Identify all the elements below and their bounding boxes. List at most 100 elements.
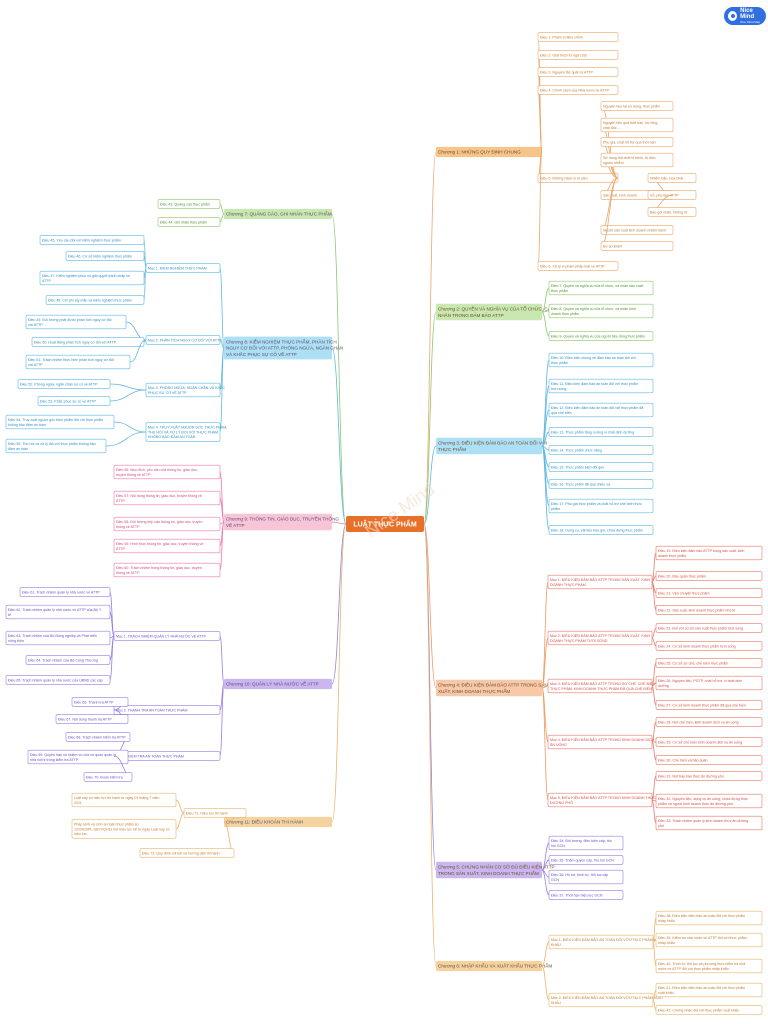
article-node[interactable]: Điều 5. Những hành vi bị cấm (537, 173, 619, 183)
section-node[interactable]: Mục 2. THANH TRA AN TOÀN THỰC PHẨM (113, 705, 221, 715)
nice-mind-badge[interactable]: Nice Mind Nice Mind Map (724, 7, 766, 25)
article-node[interactable]: Điều 27. Cơ sở kinh doanh thực phẩm đã q… (655, 700, 763, 710)
chapter-9[interactable]: Chương 9: THÔNG TIN, GIÁO DỤC, TRUYỀN TH… (224, 513, 339, 531)
article-node[interactable]: Điều 10. Điều kiện chung về đảm bảo an t… (548, 352, 654, 368)
article-node[interactable]: Điều 19. Điều kiện đảm bảo ATTP trong sả… (655, 545, 763, 561)
article-node[interactable]: Điều 70. Đoàn kiểm tra (83, 772, 133, 782)
article-node[interactable]: Điều 66. Thanh tra ATTP (71, 697, 129, 707)
article-node[interactable]: Điều 62. Trách nhiệm quản lý nhà nước về… (5, 604, 111, 620)
article-node[interactable]: Điều 33. Trách nhiệm quản lý kinh doanh … (655, 815, 763, 831)
article-node[interactable]: Điều 13. Thực phẩm tăng cường vi chất di… (548, 427, 654, 437)
article-node[interactable]: Điều 57. Nội dung thông tin, giáo dục, t… (113, 490, 221, 506)
article-node[interactable]: Điều 17. Phụ gia thực phẩm và chất hỗ tr… (548, 498, 654, 514)
article-node[interactable]: Điều 4. Chính sách của Nhà nước về ATTP (537, 85, 619, 95)
article-node[interactable]: Điều 59. Hình thức thông tin, giáo dục, … (113, 538, 221, 554)
article-node[interactable]: Điều 35. Thẩm quyền cấp, thu hồi GCN (548, 855, 624, 865)
article-node[interactable]: Điều 46. Cơ sở kiểm nghiệm thực phẩm (65, 251, 145, 261)
sub-article-node[interactable]: Pháp lệnh vệ sinh an toàn thực phẩm số12… (71, 819, 177, 839)
article-node[interactable]: Điều 63. Trách nhiệm của Bộ Nông nghiệp … (5, 630, 111, 646)
article-node[interactable]: Điều 45. Yêu cầu đối với kiểm nghiệm thự… (39, 235, 145, 245)
article-node[interactable]: Điều 24. Cơ sở kinh doanh thực phẩm tươi… (655, 641, 763, 651)
article-node[interactable]: Điều 52. Phòng ngừa, ngăn chặn sự cố về … (17, 379, 111, 389)
article-node[interactable]: Điều 49. Đối tượng phải được phân tích n… (25, 314, 127, 330)
section-node[interactable]: Mục 3. PHÒNG NGỪA, NGĂN CHẶN VÀ KHẮCPHỤC… (145, 382, 226, 398)
article-node[interactable]: Điều 72. Quy định chi tiết và hướng dẫn … (139, 848, 235, 858)
article-node[interactable]: Điều 60. Trách nhiệm trong thông tin, gi… (113, 562, 221, 578)
chapter-1[interactable]: Chương 1: NHỮNG QUY ĐỊNH CHUNG (436, 146, 542, 158)
article-node[interactable]: Điều 15. Thực phẩm biến đổi gen (548, 462, 654, 472)
article-node[interactable]: Điều 69. Quyền hạn và nhiệm vụ của cơ qu… (27, 749, 129, 765)
section-node[interactable]: Mục 1. TRÁCH NHIỆM QUẢN LÝ NHÀ NƯỚC VỀ A… (113, 631, 221, 641)
sub-article-node[interactable]: Người sản xuất kinh doanh nhiễm bệnh (600, 225, 674, 235)
article-node[interactable]: Điều 58. Đối tượng tiếp cận thông tin, g… (113, 516, 221, 532)
chapter-5[interactable]: Chương 5: CHỨNG NHẬN CƠ SỞ ĐỦ ĐIỀU KIỆN … (436, 861, 555, 879)
chapter-11[interactable]: Chương 11: ĐIỀU KHOẢN THI HÀNH (224, 816, 332, 828)
section-node[interactable]: Mục 5. ĐIỀU KIỆN ĐẢM BẢO ATTP TRONG KINH… (547, 792, 662, 808)
article-node[interactable]: Điều 14. Thực phẩm chức năng (548, 445, 654, 455)
sub-article-node[interactable]: Bao gói nhãn, không rõ (647, 207, 697, 217)
article-node[interactable]: Điều 53. Khắc phục sự cố về ATTP (37, 396, 111, 406)
sub-article-node[interactable]: Nguyên liệu tái sử dụng, thực phẩm … (600, 101, 674, 111)
article-node[interactable]: Điều 7. Quyền và nghĩa vụ của tổ chức, c… (548, 280, 654, 296)
article-node[interactable]: Điều 25. Cơ sở sơ chế, chế biến thực phẩ… (655, 658, 763, 668)
article-node[interactable]: Điều 38. Điều kiện đảm bảo an toàn đối v… (655, 910, 763, 926)
chapter-4[interactable]: Chương 4: ĐIỀU KIỆN ĐẢM BẢO ATTP TRONG S… (436, 679, 548, 697)
chapter-10[interactable]: Chương 10: QUẢN LÝ NHÀ NƯỚC VỀ ATTP (224, 678, 332, 690)
article-node[interactable]: Điều 1. Phạm vi điều chỉnh (537, 32, 619, 42)
article-node[interactable]: Điều 16. Thực phẩm đã qua chiếu xạ (548, 479, 654, 489)
article-node[interactable]: Điều 48. Chi phí lấy mẫu và kiểm nghiệm … (45, 295, 145, 305)
section-node[interactable]: Mục 1. KIỂM NGHIỆM THỰC PHẨM (145, 263, 221, 273)
sub-article-node[interactable]: Nguyên liệu quá thời hạn, hư lỏng,chất đ… (600, 117, 674, 133)
section-node[interactable]: Mục 2. PHÂN TÍCH NGUY CƠ ĐỐI VỚI ATTP (145, 335, 222, 345)
article-node[interactable]: Điều 68. Trách nhiệm kiểm tra ATTP (65, 732, 131, 742)
article-node[interactable]: Điều 20. Bảo quản thực phẩm (655, 571, 763, 581)
article-node[interactable]: Điều 43. Quảng cáo thực phẩm (157, 199, 221, 209)
article-node[interactable]: Điều 30. Chế biến và bảo quản (655, 755, 763, 765)
article-node[interactable]: Điều 56. Mục đích, yêu cầu của thông tin… (113, 464, 221, 480)
article-node[interactable]: Điều 65. Trách nhiệm quản lý nhà nước củ… (5, 675, 111, 685)
article-node[interactable]: Điều 9. Quyền và nghĩa vụ của người tiêu… (548, 331, 654, 341)
article-node[interactable]: Điều 44. Ghi nhãn thực phẩm (157, 217, 221, 227)
article-node[interactable]: Điều 23. Đối với cơ sở sản xuất thực phẩ… (655, 623, 763, 633)
article-node[interactable]: Điều 67. Nội dung thanh tra ATTP (55, 714, 129, 724)
article-node[interactable]: Điều 22. Sản xuất, kinh doanh thực phẩm … (655, 605, 763, 615)
article-node[interactable]: Điều 64. Trách nhiệm của Bộ Công Thương (25, 655, 111, 665)
article-node[interactable]: Điều 37. Thời hạn hiệu lực GCN (548, 890, 624, 900)
article-node[interactable]: Điều 18. Dụng cụ, vật liệu bao gói, chứa… (548, 525, 654, 535)
article-node[interactable]: Điều 11. Điều kiện đảm bảo an toàn đối v… (548, 378, 654, 394)
sub-article-node[interactable]: Luật này có hiệu lực thi hành từ ngày 01… (71, 792, 177, 808)
section-node[interactable]: Mục 1. ĐIỀU KIỆN ĐẢM BẢO AN TOÀN ĐỐI VỚI… (548, 934, 664, 950)
article-node[interactable]: Điều 31. Nơi bày bán thức ăn đường phố (655, 771, 763, 781)
article-node[interactable]: Điều 41. Điều kiện đảm bảo an toàn đối v… (655, 982, 763, 998)
chapter-8[interactable]: Chương 8: KIỂM NGHIỆM THỰC PHẨM, PHÂN TÍ… (224, 336, 343, 360)
chapter-3[interactable]: Chương 3: ĐIỀU KIỆN ĐẢM BẢO AN TOÀN ĐỐI … (436, 437, 547, 455)
article-node[interactable]: Điều 51. Trách nhiệm thực hiện phân tích… (25, 354, 131, 370)
section-node[interactable]: Mục 2. ĐIỀU KIỆN ĐẢM BẢO AN TOÀN ĐỐI VỚI… (548, 992, 664, 1008)
article-node[interactable]: Điều 32. Nguyên liệu, dụng cụ ăn uống, c… (655, 793, 763, 809)
article-node[interactable]: Điều 40. Trình tự, thủ tục và phương thứ… (655, 958, 763, 974)
article-node[interactable]: Điều 47. Kiểm nghiệm phục vụ giải quyết … (39, 270, 145, 286)
article-node[interactable]: Điều 26. Nguyên liệu, PGTP, chất hỗ trợ,… (655, 675, 763, 691)
article-node[interactable]: Điều 8. Quyền và nghĩa vụ của tổ chức, c… (548, 303, 654, 319)
section-node[interactable]: Mục 3. ĐIỀU KIỆN ĐẢM BẢO ATTP TRONG SƠ C… (547, 678, 655, 694)
article-node[interactable]: Điều 12. Điều kiện đảm bảo an toàn đối v… (548, 402, 654, 418)
chapter-2[interactable]: Chương 2: QUYỀN VÀ NGHĨA VỤ CỦA TỔ CHỨC,… (436, 303, 552, 321)
chapter-7[interactable]: Chương 7: QUẢNG CÁO, GHI NHÃN THỰC PHẨM (224, 208, 332, 220)
article-node[interactable]: Điều 28. Nơi chế biến, kinh doanh dịch v… (655, 717, 763, 727)
sub-article-node[interactable]: Nhiễm bẩn, hóa chất (647, 173, 697, 183)
chapter-6[interactable]: Chương 6: NHẬP KHẨU VÀ XUẤT KHẨU THỰC PH… (436, 960, 552, 972)
root-node[interactable] (346, 516, 424, 532)
section-node[interactable]: Mục 4. TRUY XUẤT NGUỒN GỐC THỰC PHẨM,THU… (145, 422, 227, 442)
section-node[interactable]: Mục 1. ĐIỀU KIỆN ĐẢM BẢO ATTP TRONG SẢN … (547, 574, 653, 590)
article-node[interactable]: Điều 21. Vận chuyển thực phẩm (655, 588, 763, 598)
article-node[interactable]: Điều 39. Kiểm tra nhà nước về ATTP đối v… (655, 932, 763, 948)
article-node[interactable]: Điều 3. Nguyên tắc quản lý ATTP (537, 67, 619, 77)
sub-article-node[interactable]: Phụ gia, chất hỗ trợ quá thời hạn (600, 137, 674, 147)
article-node[interactable]: Điều 50. Hoạt động phân tích nguy cơ đối… (31, 337, 145, 347)
sub-article-node[interactable]: Sử dụng thịt chết bị bệnh, bị dịchnguồn … (600, 152, 674, 168)
article-node[interactable]: Điều 29. Cơ sở chế biến kinh doanh dịch … (655, 737, 763, 747)
section-node[interactable]: Mục 3. KIỂM TRA AN TOÀN THỰC PHẨM (113, 751, 221, 761)
article-node[interactable]: Điều 54. Truy xuất nguồn gốc thực phẩm đ… (5, 414, 115, 430)
section-node[interactable]: Mục 2. ĐIỀU KIỆN ĐẢM BẢO ATTP TRONG SẢN … (547, 630, 653, 646)
